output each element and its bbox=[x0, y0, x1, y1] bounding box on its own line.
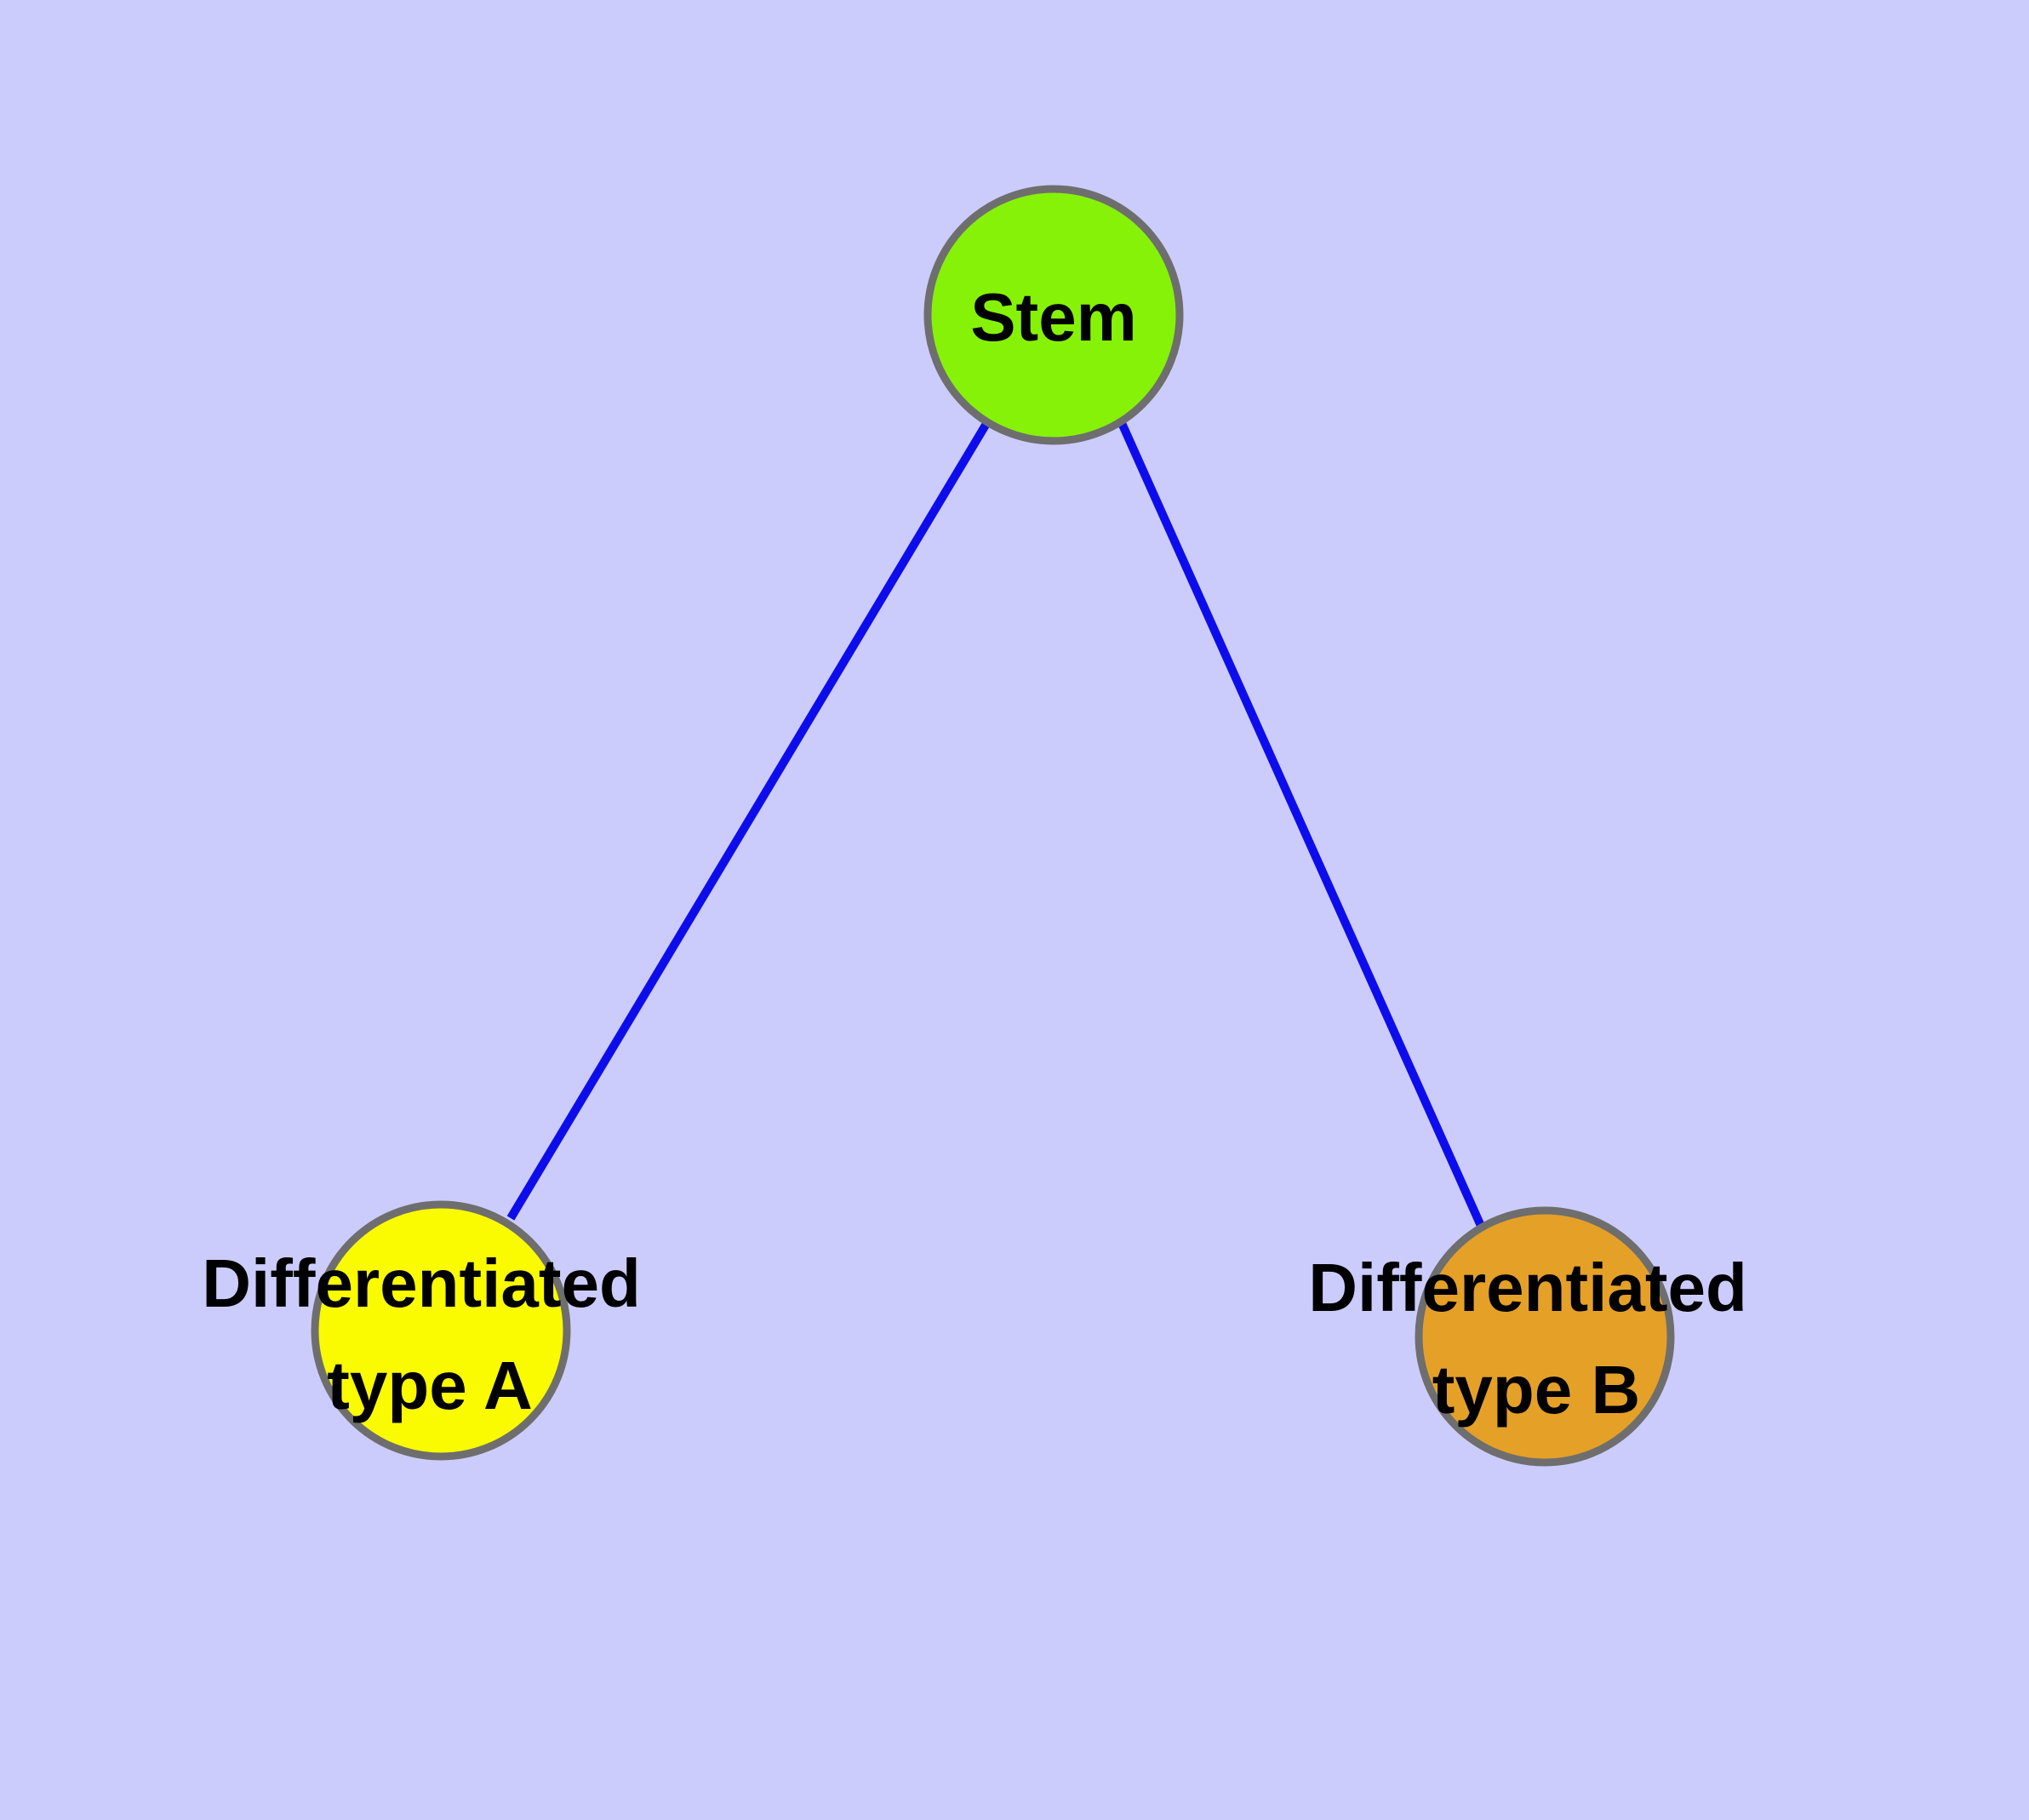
label-layer: Stem Differentiated type A Differentiate… bbox=[202, 279, 1747, 1428]
edge-stem-to-differentiated-type-b[interactable] bbox=[1117, 421, 1485, 1228]
node-stem-circle[interactable] bbox=[923, 185, 1184, 445]
node-differentiated-type-a-label-line-2: type A bbox=[327, 1348, 533, 1423]
node-differentiated-type-b-label-line-1: Differentiated bbox=[1308, 1250, 1747, 1325]
node-layer bbox=[311, 185, 1675, 1467]
edge-stem-to-differentiated-type-a[interactable] bbox=[506, 420, 992, 1221]
node-differentiated-type-a-circle[interactable] bbox=[311, 1200, 571, 1461]
node-differentiated-type-a-label-line-1: Differentiated bbox=[202, 1245, 641, 1321]
node-differentiated-type-b-label-line-2: type B bbox=[1432, 1352, 1641, 1428]
node-stem-label: Stem bbox=[970, 279, 1137, 355]
node-differentiated-type-b[interactable] bbox=[1415, 1206, 1675, 1467]
node-differentiated-type-a[interactable] bbox=[311, 1200, 571, 1461]
node-differentiated-type-b-circle[interactable] bbox=[1415, 1206, 1675, 1467]
node-stem[interactable] bbox=[923, 185, 1184, 445]
edge-layer bbox=[506, 420, 1485, 1228]
